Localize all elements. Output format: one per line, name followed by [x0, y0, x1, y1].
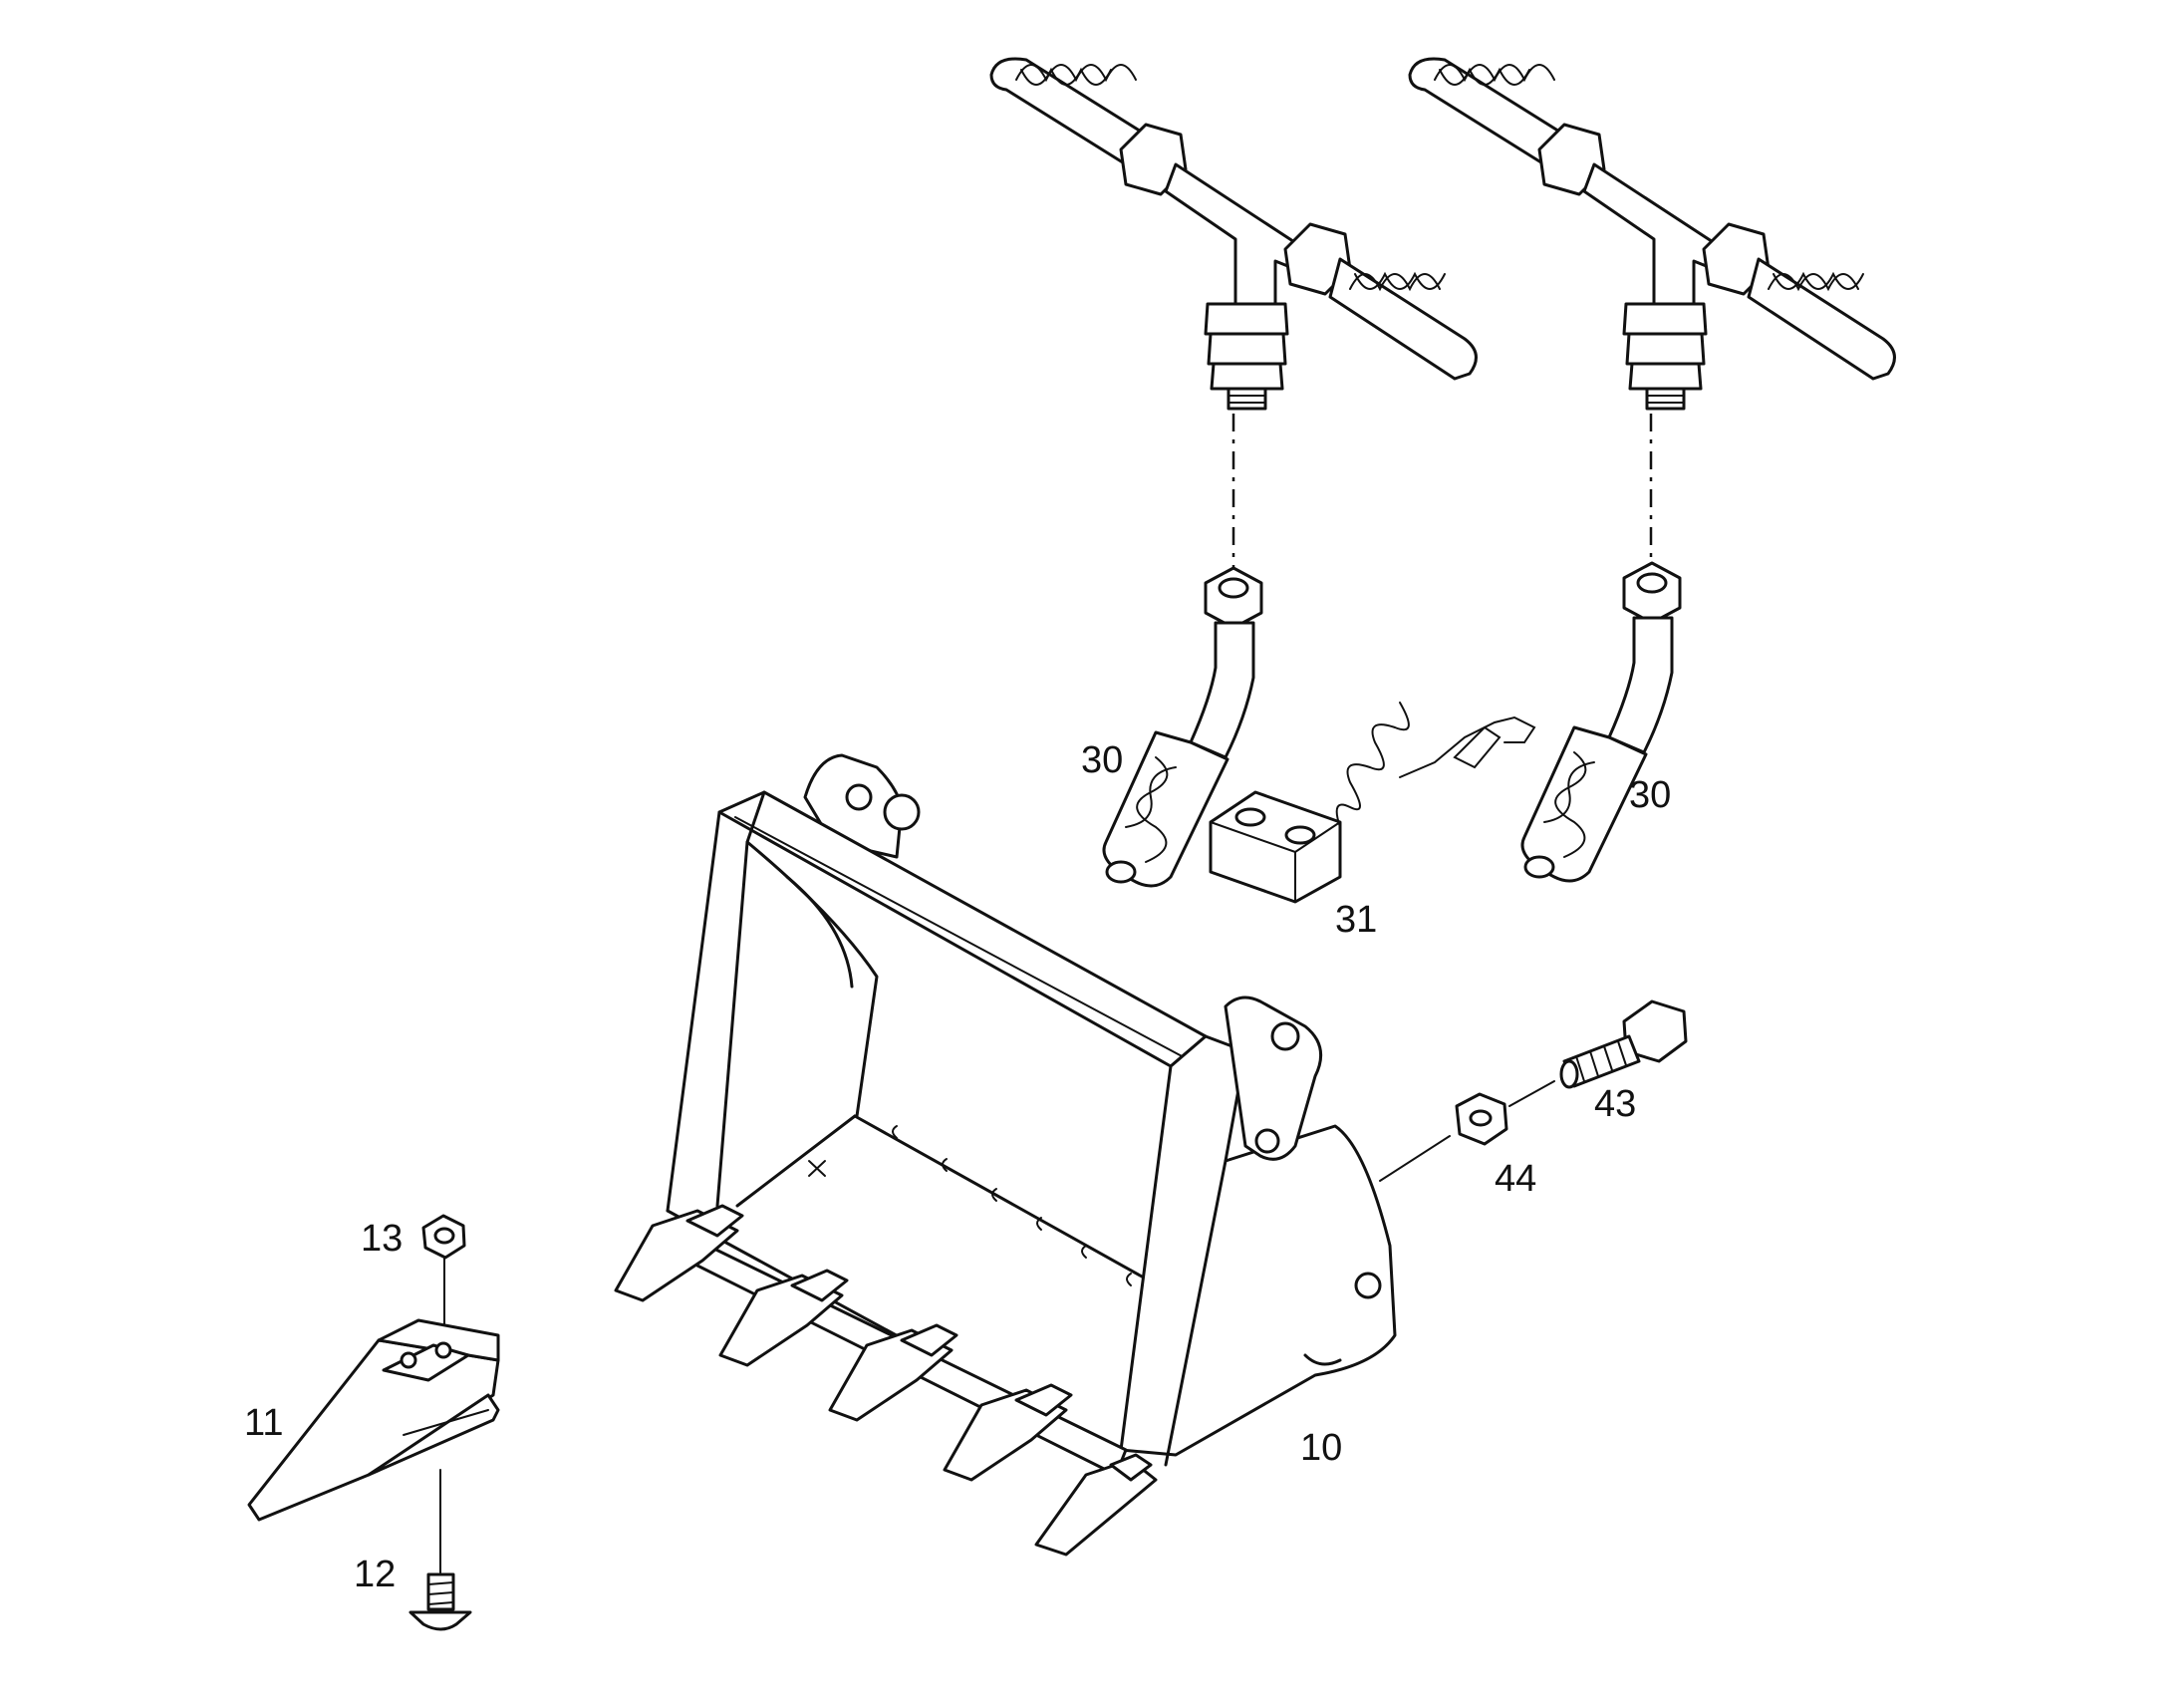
label-30-right: 30: [1629, 774, 1671, 816]
lock-block-with-spring: [1209, 702, 1536, 904]
label-31: 31: [1335, 899, 1377, 941]
hose-tee-fitting-right: [1408, 57, 1896, 411]
tooth-nut: [421, 1214, 466, 1260]
label-44: 44: [1495, 1158, 1536, 1200]
bucket-tooth-detail: [247, 1318, 500, 1522]
hex-nut: [1455, 1092, 1508, 1146]
loader-bucket: [614, 753, 1397, 1557]
hose-right: [1520, 561, 1682, 883]
label-30-left: 30: [1081, 739, 1123, 781]
hose-tee-fitting-left: [989, 57, 1478, 411]
hose-left: [1102, 566, 1263, 888]
label-43: 43: [1594, 1083, 1636, 1125]
hex-bolt: [1559, 999, 1688, 1089]
back-wall-holes: [808, 1125, 1132, 1286]
label-11: 11: [244, 1402, 283, 1444]
label-10: 10: [1300, 1427, 1342, 1469]
leader-nut-bolt: [1508, 1080, 1555, 1107]
bucket-teeth: [614, 1204, 1158, 1557]
label-12: 12: [354, 1554, 396, 1595]
leader-bucket-nut: [1379, 1135, 1451, 1182]
tooth-screw: [409, 1572, 472, 1631]
label-13: 13: [361, 1218, 403, 1260]
